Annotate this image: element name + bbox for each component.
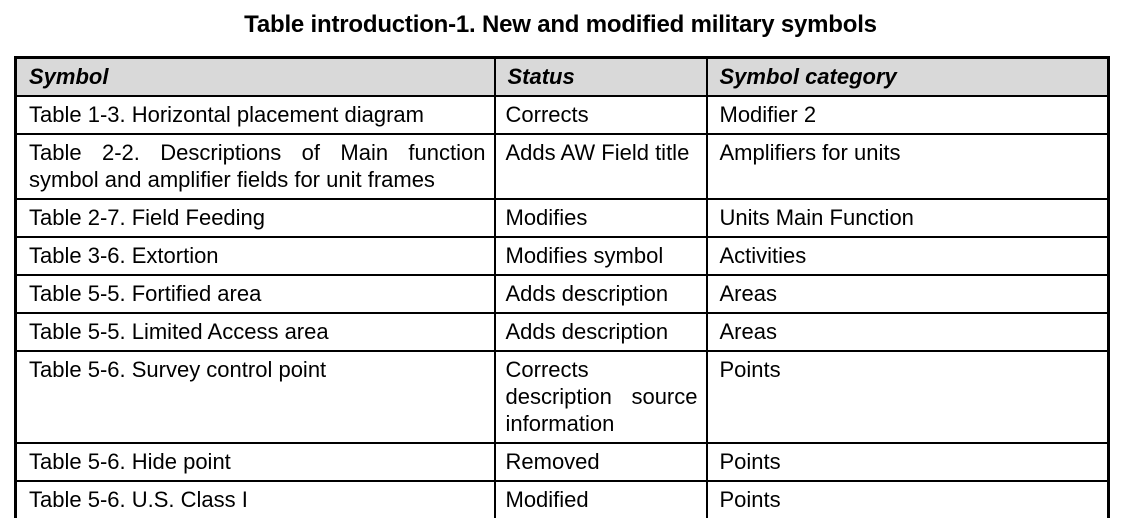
status-cell: Adds description [493,312,708,352]
symbol-cell: Table 2-7. Field Feeding [14,198,496,238]
category-cell: Areas [705,274,1110,314]
status-cell: Adds AW Field title [493,133,708,200]
symbol-cell: Table 5-6. Hide point [14,442,496,482]
table-row: Table 5-6. Hide point Removed Points [14,442,1110,482]
status-cell: Corrects description source information [493,350,708,444]
table-caption: Table introduction-1. New and modified m… [244,11,877,38]
symbol-cell: Table 1-3. Horizontal placement diagram [14,95,496,135]
category-cell: Points [705,350,1110,444]
status-cell: Removed [493,442,708,482]
table-body: Table 1-3. Horizontal placement diagram … [14,95,1110,518]
symbol-cell: Table 5-5. Fortified area [14,274,496,314]
status-cell: Modified [493,480,708,518]
symbol-cell: Table 2-2. Descriptions of Main function… [14,133,496,200]
status-cell: Adds description [493,274,708,314]
column-header-category: Symbol category [705,56,1110,97]
category-cell: Modifier 2 [705,95,1110,135]
column-header-status: Status [493,56,708,97]
category-cell: Points [705,442,1110,482]
column-header-symbol: Symbol [14,56,496,97]
category-cell: Activities [705,236,1110,276]
table-row: Table 5-5. Fortified area Adds descripti… [14,274,1110,314]
table-row: Table 1-3. Horizontal placement diagram … [14,95,1110,135]
status-cell: Corrects [493,95,708,135]
status-cell: Modifies [493,198,708,238]
table-row: Table 2-7. Field Feeding Modifies Units … [14,198,1110,238]
table-row: Table 5-6. Survey control point Corrects… [14,350,1110,444]
category-cell: Amplifiers for units [705,133,1110,200]
table-row: Table 5-5. Limited Access area Adds desc… [14,312,1110,352]
table-row: Table 2-2. Descriptions of Main function… [14,133,1110,200]
table-header: Symbol Status Symbol category [14,56,1110,97]
symbol-cell: Table 3-6. Extortion [14,236,496,276]
military-symbols-table: Symbol Status Symbol category Table 1-3.… [14,56,1110,518]
status-cell: Modifies symbol [493,236,708,276]
category-cell: Areas [705,312,1110,352]
symbol-cell: Table 5-6. Survey control point [14,350,496,444]
header-row: Symbol Status Symbol category [14,56,1110,97]
category-cell: Units Main Function [705,198,1110,238]
symbol-cell: Table 5-5. Limited Access area [14,312,496,352]
table-row: Table 3-6. Extortion Modifies symbol Act… [14,236,1110,276]
table-row: Table 5-6. U.S. Class I Modified Points [14,480,1110,518]
document-page: Table introduction-1. New and modified m… [14,10,1110,518]
category-cell: Points [705,480,1110,518]
symbol-cell: Table 5-6. U.S. Class I [14,480,496,518]
